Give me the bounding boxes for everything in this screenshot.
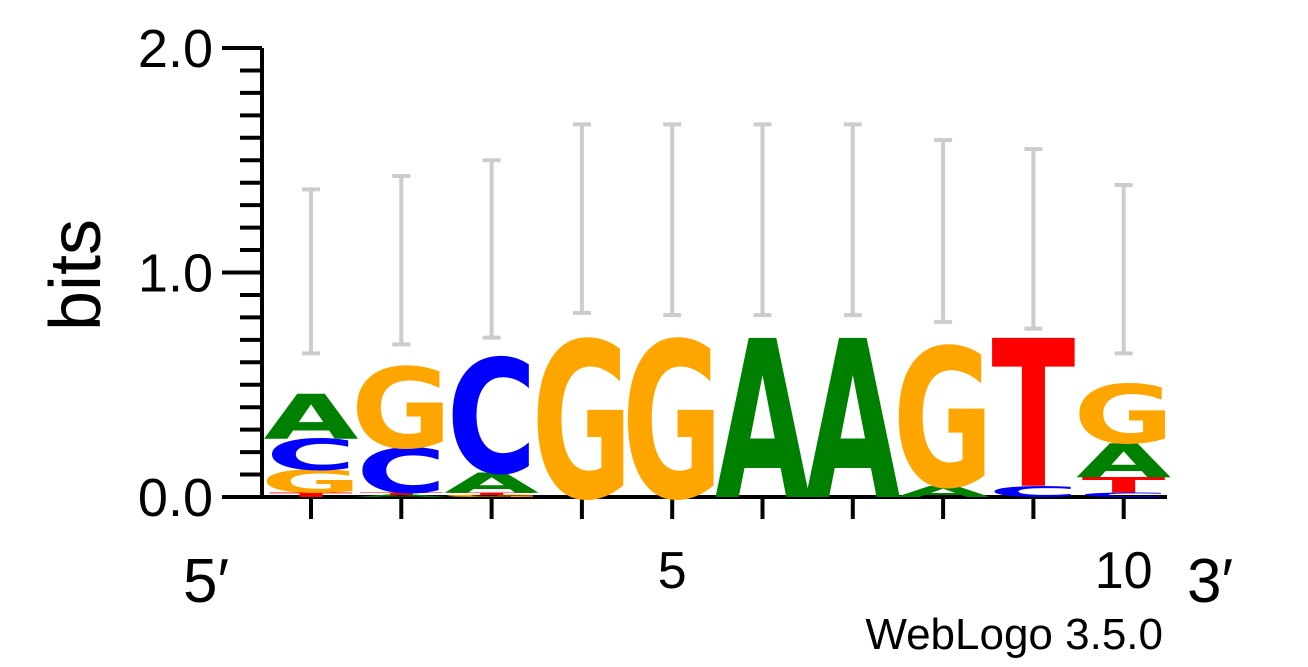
letter-A: A: [444, 467, 539, 499]
letter-T: T: [1082, 472, 1166, 497]
y-axis-label: bits: [36, 219, 116, 331]
letter-C: C: [266, 430, 356, 480]
letter-G: G: [893, 309, 994, 531]
weblogo-footer: WebLogo 3.5.0: [865, 610, 1163, 659]
y-tick-label: 1.0: [138, 244, 213, 304]
letter-T: T: [269, 491, 353, 498]
x-tick-label: 10: [1095, 542, 1153, 600]
letter-G: G: [622, 298, 723, 549]
letter-T: T: [359, 492, 443, 496]
letter-T: T: [991, 297, 1075, 534]
letter-G: G: [1073, 370, 1174, 463]
x-axis: 5 10: [262, 495, 1167, 600]
letter-G: G: [261, 464, 362, 500]
letter-C: C: [356, 436, 446, 508]
letter-A: A: [263, 382, 358, 454]
letter-C: C: [447, 328, 537, 511]
letter-A: A: [896, 483, 991, 501]
letter-C: C: [1079, 491, 1169, 498]
letter-A: A: [1076, 434, 1171, 488]
three-prime-label: 3′: [1187, 547, 1233, 616]
y-tick-label: 2.0: [138, 19, 213, 79]
letter-G: G: [531, 298, 632, 549]
letter-T: T: [450, 492, 534, 496]
y-tick-label: 0.0: [138, 468, 213, 528]
five-prime-label: 5′: [183, 547, 229, 616]
letter-G: G: [441, 494, 542, 498]
letter-A: A: [354, 494, 449, 498]
letter-A: A: [715, 295, 810, 549]
letter-G: G: [351, 344, 452, 474]
y-axis: 0.0 1.0 2.0: [138, 19, 264, 528]
letter-C: C: [988, 483, 1078, 501]
error-bars: [302, 122, 1133, 356]
letter-A: A: [805, 295, 900, 549]
x-tick-label: 5: [658, 542, 687, 600]
